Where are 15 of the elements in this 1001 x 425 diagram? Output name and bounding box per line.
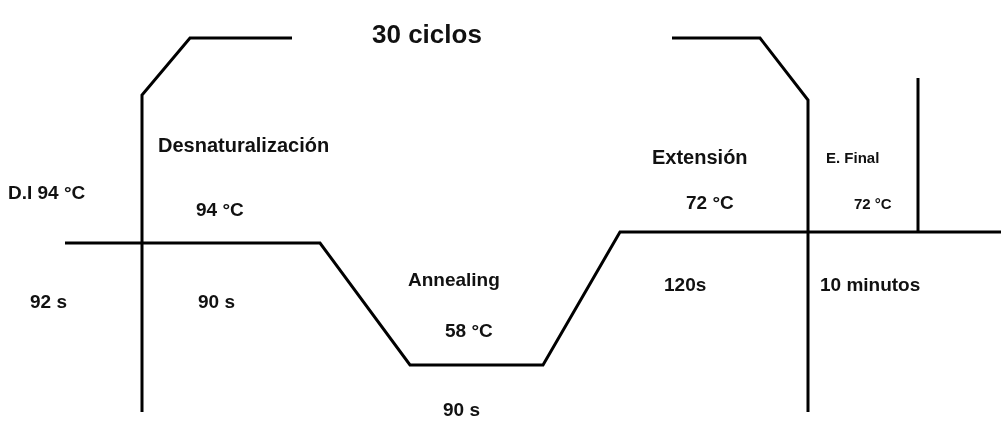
profile-label: 90 s	[198, 291, 235, 313]
profile-label: 120s	[664, 274, 707, 296]
profile-label: Extensión	[652, 145, 748, 169]
profile-label: D.I 94 °C	[8, 182, 86, 204]
profile-label: 58 °C	[445, 320, 493, 342]
profile-label: 90 s	[443, 399, 480, 421]
profile-label: 10 minutos	[820, 274, 921, 296]
profile-label: Desnaturalización	[158, 133, 330, 157]
profile-label: 92 s	[30, 291, 67, 313]
profile-label: 72 °C	[854, 194, 892, 212]
title: 30 ciclos	[372, 18, 482, 50]
profile-label: 94 °C	[196, 199, 244, 221]
profile-label: E. Final	[826, 148, 880, 166]
profile-label: 72 °C	[686, 192, 734, 214]
profile-label: Annealing	[408, 269, 500, 291]
